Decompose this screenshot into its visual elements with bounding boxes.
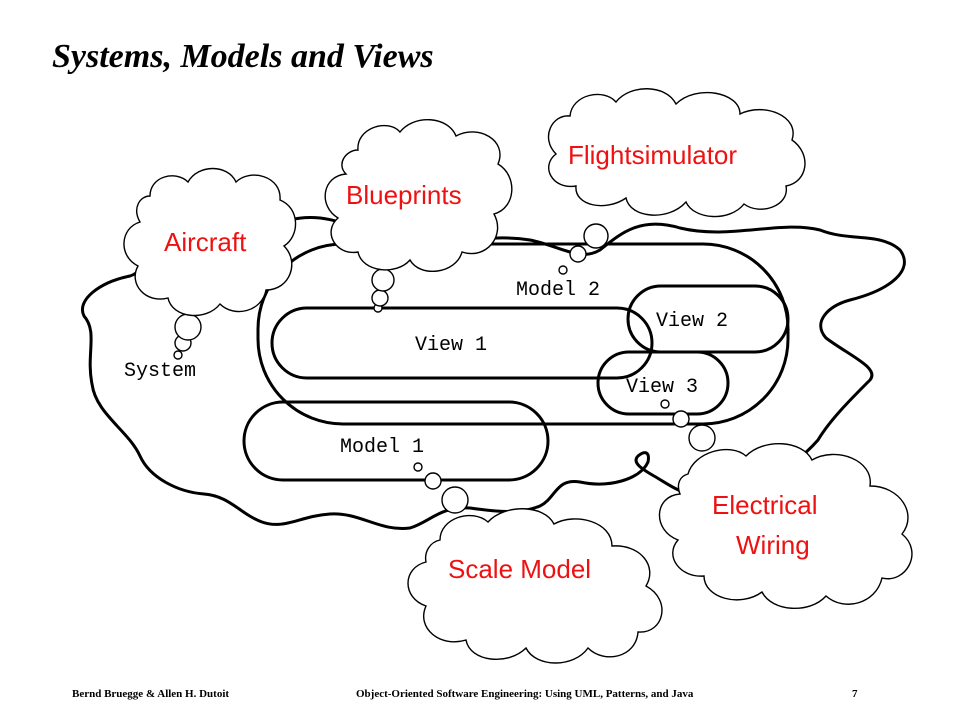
aircraft-text: Aircraft: [164, 227, 247, 257]
electrical-bubble-3: [688, 424, 716, 452]
slide-title: Systems, Models and Views: [52, 38, 434, 75]
system-outline: [80, 215, 906, 531]
view1-label: View 1: [415, 334, 487, 357]
flightsim-cloud: [547, 88, 806, 218]
electrical-cloud: [658, 443, 913, 609]
blueprints-cloud: [324, 118, 513, 273]
blueprints-bubble-3: [371, 268, 395, 292]
flightsim-bubble-1: [558, 265, 568, 275]
footer-page-number: 7: [852, 688, 858, 700]
blueprints-text: Blueprints: [346, 180, 462, 210]
scale-bubble-3: [441, 486, 469, 514]
aircraft-bubble-1: [173, 350, 183, 360]
electrical-text-line2: Wiring: [736, 530, 810, 560]
electrical-text-line1: Electrical: [712, 490, 817, 520]
view3-shape: [596, 350, 730, 416]
scale-bubble-2: [424, 472, 442, 490]
flightsim-bubble-2: [569, 245, 587, 263]
scale-model-text: Scale Model: [448, 554, 591, 584]
aircraft-bubble-3: [174, 313, 202, 341]
scale-bubble-1: [413, 462, 423, 472]
electrical-bubble-1: [660, 399, 670, 409]
blueprints-bubble-2: [371, 289, 389, 307]
scale-model-cloud: [407, 508, 663, 664]
model1-label: Model 1: [340, 436, 424, 459]
electrical-bubble-2: [672, 410, 690, 428]
model2-shape: [256, 242, 790, 426]
system-label: System: [124, 360, 196, 383]
footer-authors: Bernd Bruegge & Allen H. Dutoit: [72, 688, 230, 700]
model1-shape: [242, 400, 550, 482]
flightsim-bubble-3: [583, 223, 609, 249]
view2-shape: [626, 284, 790, 354]
view3-label: View 3: [626, 376, 698, 399]
flightsim-text: Flightsimulator: [568, 140, 737, 170]
aircraft-cloud: [123, 167, 297, 317]
view2-label: View 2: [656, 310, 728, 333]
model2-label: Model 2: [516, 279, 600, 302]
view1-shape: [270, 306, 654, 380]
footer-book: Object-Oriented Software Engineering: Us…: [356, 688, 694, 700]
